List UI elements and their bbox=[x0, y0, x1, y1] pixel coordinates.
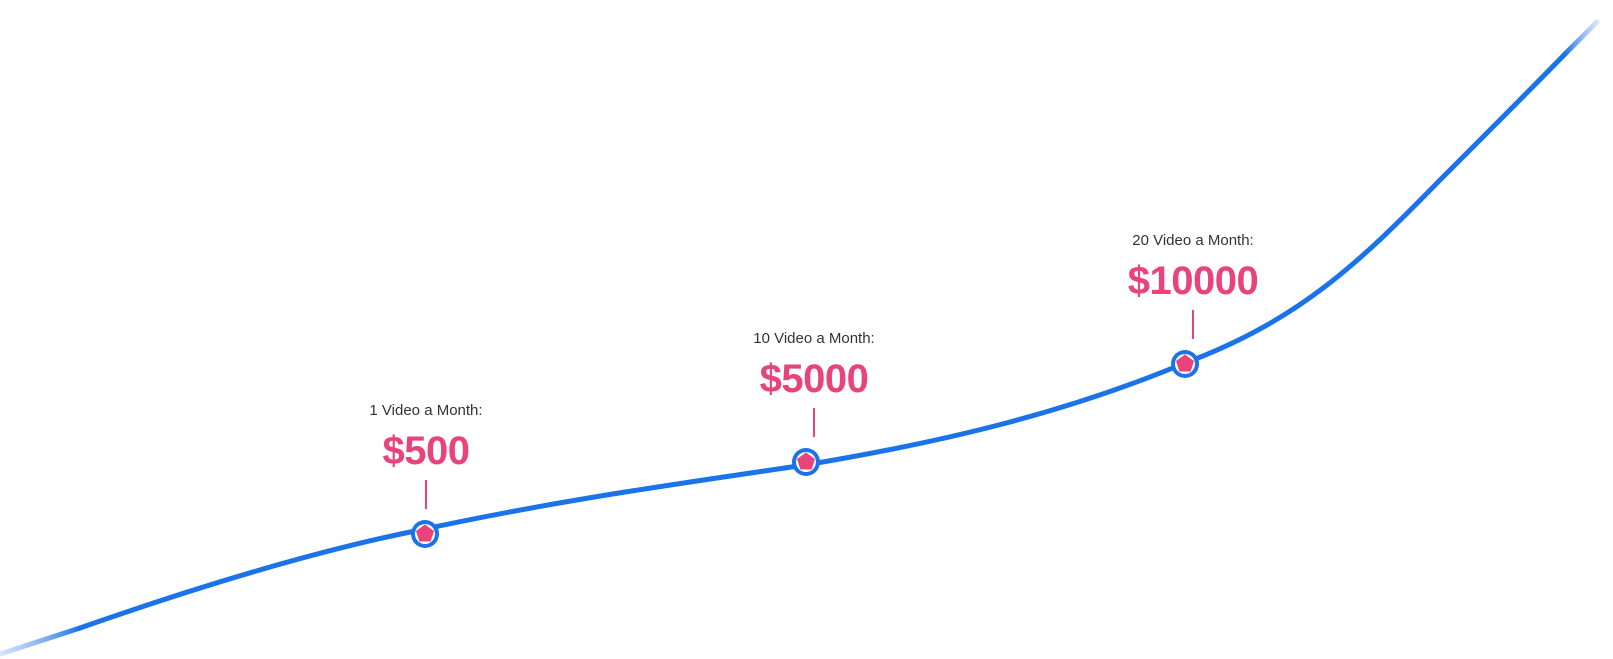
marker-pentagon bbox=[416, 524, 434, 542]
milestone-stem bbox=[813, 408, 815, 437]
curve-fade-left bbox=[0, 625, 83, 657]
curve-main bbox=[77, 51, 1568, 631]
milestone-caption: 1 Video a Month: bbox=[369, 402, 483, 419]
pentagon-in-circle-icon bbox=[411, 520, 439, 548]
curve-fade-right bbox=[1562, 19, 1600, 57]
milestone-caption: 20 Video a Month: bbox=[1132, 232, 1254, 249]
milestone-stem bbox=[425, 480, 427, 509]
milestone-value: $10000 bbox=[1127, 259, 1259, 303]
milestone-2: 10 Video a Month: $5000 bbox=[714, 330, 914, 437]
milestone-value: $500 bbox=[382, 429, 470, 473]
milestone-stem bbox=[1192, 310, 1194, 339]
marker-pentagon bbox=[797, 452, 815, 470]
milestone-1: 1 Video a Month: $500 bbox=[326, 402, 526, 509]
milestone-3: 20 Video a Month: $10000 bbox=[1093, 232, 1293, 339]
milestone-value: $5000 bbox=[759, 357, 869, 401]
pentagon-in-circle-icon bbox=[792, 448, 820, 476]
marker-pentagon bbox=[1176, 354, 1194, 372]
pentagon-in-circle-icon bbox=[1171, 350, 1199, 378]
milestone-caption: 10 Video a Month: bbox=[753, 330, 875, 347]
